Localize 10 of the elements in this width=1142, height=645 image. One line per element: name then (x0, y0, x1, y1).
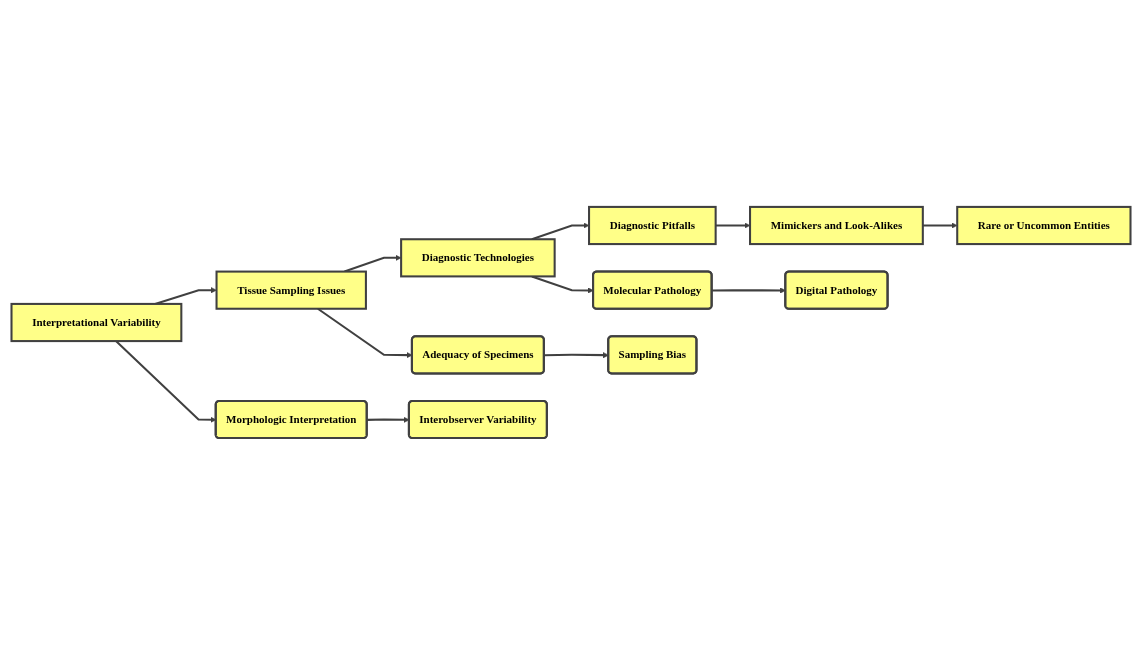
arrow (711, 287, 786, 294)
node-box: Diagnostic Pitfalls (588, 205, 717, 246)
node-box: Tissue Sampling Issues (215, 270, 367, 310)
node-box: Rare or Uncommon Entities (956, 205, 1132, 246)
arrow (544, 352, 609, 359)
node-box: Diagnostic Technologies (400, 238, 556, 278)
node-box: Interpretational Variability (10, 302, 183, 343)
arrow (715, 222, 751, 229)
node-box: Mimickers and Look-Alikes (749, 205, 924, 246)
arrow (922, 222, 958, 229)
